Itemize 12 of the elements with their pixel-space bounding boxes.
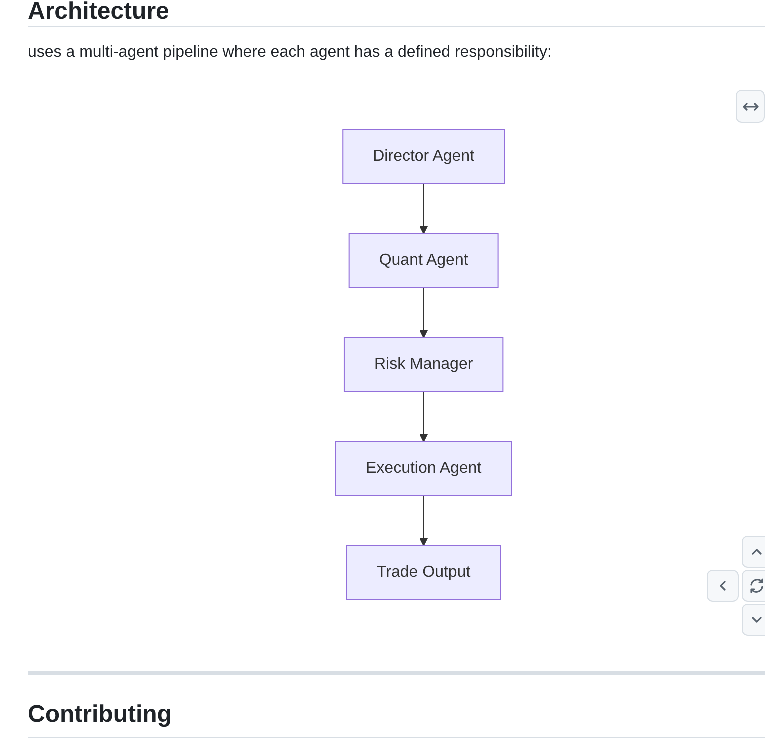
intro-paragraph: uses a multi-agent pipeline where each agent has a defined responsibility: — [28, 43, 552, 63]
process-box: Director Agent — [342, 130, 506, 184]
process-box: Risk Manager — [344, 338, 504, 392]
process-box: Trade Output — [346, 546, 502, 600]
arrow — [419, 184, 428, 234]
section-heading: Architecture — [28, 0, 170, 24]
section-heading: Contributing — [28, 703, 172, 727]
arrow — [419, 392, 428, 442]
arrow — [419, 496, 428, 546]
process-box: Execution Agent — [336, 442, 512, 496]
arrow — [419, 288, 428, 338]
process-box: Quant Agent — [348, 234, 499, 288]
